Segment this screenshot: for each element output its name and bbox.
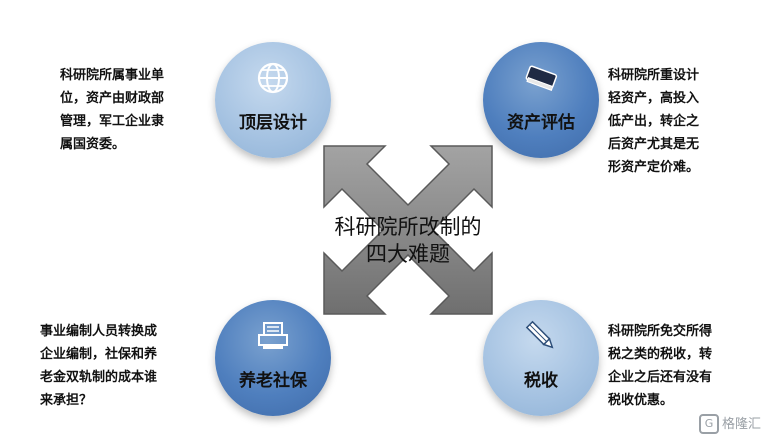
desc-line: 税收优惠。 [608,393,674,408]
arrow-body [323,145,493,315]
globe-icon [257,62,289,94]
node-top-level-design: 顶层设计 [215,42,331,158]
node-label: 顶层设计 [239,113,307,133]
desc-line: 形资产定价难。 [608,160,700,175]
desc-line: 位，资产由财政部 [60,91,165,106]
desc-line: 老金双轨制的成本谁 [40,370,158,385]
desc-line: 税之类的税收，转 [608,347,713,362]
printer-icon [258,322,288,349]
center-title-line2: 四大难题 [366,242,450,266]
desc-line: 企业之后还有没有 [608,370,713,385]
node-label: 资产评估 [507,113,575,133]
desc-line: 事业编制人员转换成 [40,324,158,339]
desc-line: 科研院所免交所得 [608,324,713,339]
desc-taxation: 科研院所免交所得 税之类的税收，转 企业之后还有没有 税收优惠。 [608,320,712,412]
center-title-line1: 科研院所改制的 [334,215,482,239]
node-taxation: 税收 [483,300,599,416]
watermark-logo-icon: G [698,414,719,434]
desc-line: 低产出，转企之 [608,114,700,129]
book-icon [525,65,558,91]
center-title: 科研院所改制的 四大难题 [318,214,498,268]
desc-asset-valuation: 科研院所重设计 轻资产，高投入 低产出，转企之 后资产尤其是无 形资产定价难。 [608,64,699,179]
desc-pension-social-security: 事业编制人员转换成 企业编制，社保和养 老金双轨制的成本谁 来承担？ [40,320,157,412]
node-label: 养老社保 [239,371,307,391]
node-label: 税收 [524,371,558,391]
pencil-icon [525,320,554,349]
desc-line: 管理，军工企业隶 [60,114,165,129]
desc-line: 后资产尤其是无 [608,137,700,152]
desc-line: 属国资委。 [60,137,126,152]
desc-line: 轻资产，高投入 [608,91,700,106]
node-asset-valuation: 资产评估 [483,42,599,158]
node-pension-social-security: 养老社保 [215,300,331,416]
desc-top-level-design: 科研院所属事业单 位，资产由财政部 管理，军工企业隶 属国资委。 [60,64,164,156]
desc-line: 科研院所重设计 [608,68,700,83]
desc-line: 来承担？ [40,393,93,408]
watermark-text: 格隆汇 [721,416,761,432]
desc-line: 企业编制，社保和养 [40,347,158,362]
desc-line: 科研院所属事业单 [60,68,165,83]
